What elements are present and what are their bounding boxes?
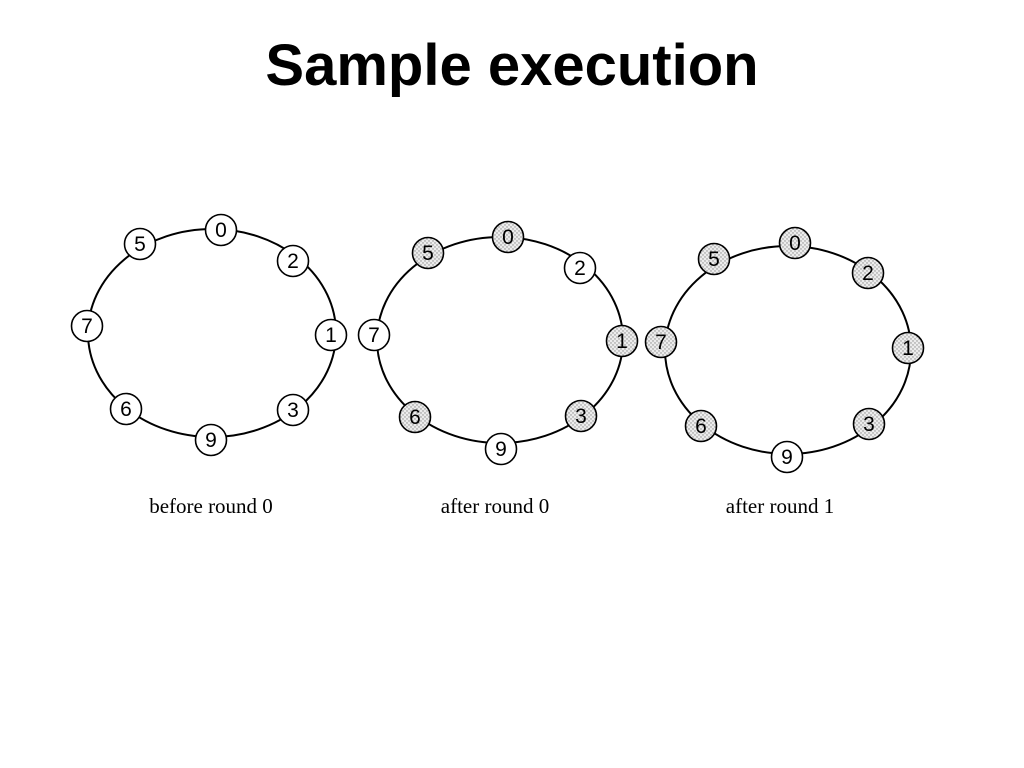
node-label: 2 [574, 257, 586, 280]
node-label: 9 [781, 446, 793, 469]
node-label: 3 [575, 405, 587, 428]
node-label: 6 [409, 406, 421, 429]
marked-node: 2 [851, 256, 885, 290]
node-label: 5 [422, 242, 434, 265]
node-label: 5 [134, 233, 146, 256]
node-circle [276, 393, 310, 427]
node-circle [276, 244, 310, 278]
node: 1 [314, 318, 348, 352]
node-circle [605, 324, 639, 358]
node-circle [564, 399, 598, 433]
node: 0 [204, 213, 238, 247]
node-label: 0 [215, 219, 227, 242]
node-label: 9 [495, 438, 507, 461]
node-circle [70, 309, 104, 343]
node-circle [484, 432, 518, 466]
marked-node: 1 [891, 331, 925, 365]
node-label: 7 [81, 315, 93, 338]
node-circle [778, 226, 812, 260]
node-circle [684, 409, 718, 443]
node-label: 1 [325, 324, 337, 347]
node-circle [123, 227, 157, 261]
marked-node: 6 [684, 409, 718, 443]
marked-node: 0 [778, 226, 812, 260]
marked-node: 3 [564, 399, 598, 433]
node-circle [697, 242, 731, 276]
node: 9 [770, 440, 804, 474]
node: 3 [276, 393, 310, 427]
node-label: 1 [616, 330, 628, 353]
node-label: 7 [655, 331, 667, 354]
node-circle [204, 213, 238, 247]
node-circle [851, 256, 885, 290]
node-circle [109, 392, 143, 426]
node-label: 9 [205, 429, 217, 452]
ring-caption: after round 0 [441, 494, 549, 518]
node-circle [891, 331, 925, 365]
node: 2 [563, 251, 597, 285]
node-label: 0 [789, 232, 801, 255]
node-label: 2 [862, 262, 874, 285]
node-circle [770, 440, 804, 474]
marked-node: 3 [852, 407, 886, 441]
node-label: 6 [695, 415, 707, 438]
node: 2 [276, 244, 310, 278]
ring-caption: after round 1 [726, 494, 834, 518]
ring-caption: before round 0 [149, 494, 273, 518]
marked-node: 5 [697, 242, 731, 276]
ring-before-round-0: before round 0 0 2 1 3 9 6 7 5 [70, 213, 348, 518]
node-label: 3 [287, 399, 299, 422]
node-circle [563, 251, 597, 285]
node-circle [357, 318, 391, 352]
node-circle [491, 220, 525, 254]
node-label: 3 [863, 413, 875, 436]
marked-node: 7 [644, 325, 678, 359]
node: 6 [109, 392, 143, 426]
node-label: 5 [708, 248, 720, 271]
node: 5 [123, 227, 157, 261]
ring-after-round-1: after round 1 0 2 1 3 9 6 7 5 [644, 226, 925, 518]
node-label: 7 [368, 324, 380, 347]
node-label: 0 [502, 226, 514, 249]
slide-title: Sample execution [265, 33, 759, 98]
node: 9 [484, 432, 518, 466]
node: 7 [70, 309, 104, 343]
marked-node: 0 [491, 220, 525, 254]
marked-node: 6 [398, 400, 432, 434]
marked-node: 1 [605, 324, 639, 358]
node-circle [852, 407, 886, 441]
ring-after-round-0: after round 0 0 2 1 3 9 6 7 5 [357, 220, 639, 518]
marked-node: 5 [411, 236, 445, 270]
node: 9 [194, 423, 228, 457]
node-label: 1 [902, 337, 914, 360]
node-circle [644, 325, 678, 359]
node-circle [194, 423, 228, 457]
node-label: 6 [120, 398, 132, 421]
node: 7 [357, 318, 391, 352]
node-circle [411, 236, 445, 270]
node-label: 2 [287, 250, 299, 273]
node-circle [398, 400, 432, 434]
node-circle [314, 318, 348, 352]
